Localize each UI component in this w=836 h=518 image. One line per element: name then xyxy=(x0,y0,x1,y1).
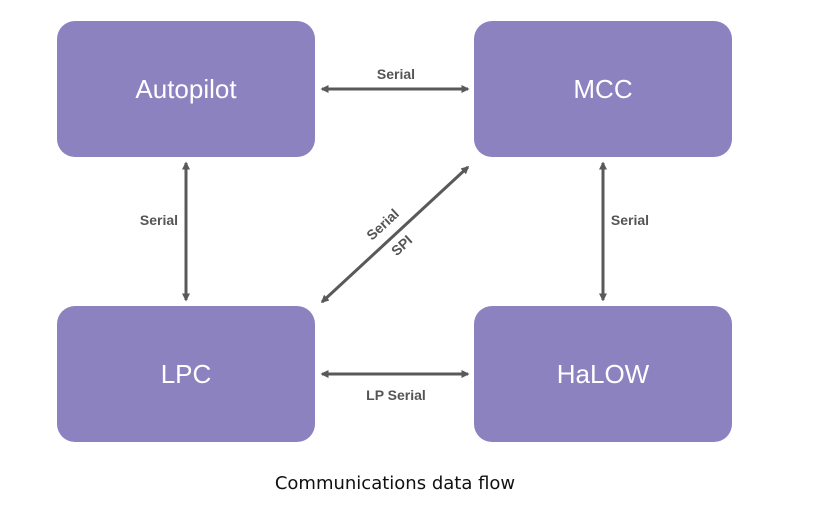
edge-label-autopilot-mcc: Serial xyxy=(377,66,415,82)
edge-label-autopilot-lpc: Serial xyxy=(140,212,178,228)
edge-label-lpc-mcc-serial: Serial xyxy=(363,206,402,244)
node-lpc: LPC xyxy=(57,306,315,442)
node-autopilot-label: Autopilot xyxy=(135,73,237,104)
node-halow: HaLOW xyxy=(474,306,732,442)
node-autopilot: Autopilot xyxy=(57,21,315,157)
edge-label-lpc-halow: LP Serial xyxy=(366,387,426,403)
node-lpc-label: LPC xyxy=(160,358,212,389)
node-halow-label: HaLOW xyxy=(556,358,650,389)
edge-lpc-mcc xyxy=(320,165,470,304)
node-mcc-label: MCC xyxy=(573,73,633,104)
diagram-caption: Communications data flow xyxy=(274,473,516,494)
edge-label-mcc-halow: Serial xyxy=(611,212,649,228)
node-mcc: MCC xyxy=(474,21,732,157)
